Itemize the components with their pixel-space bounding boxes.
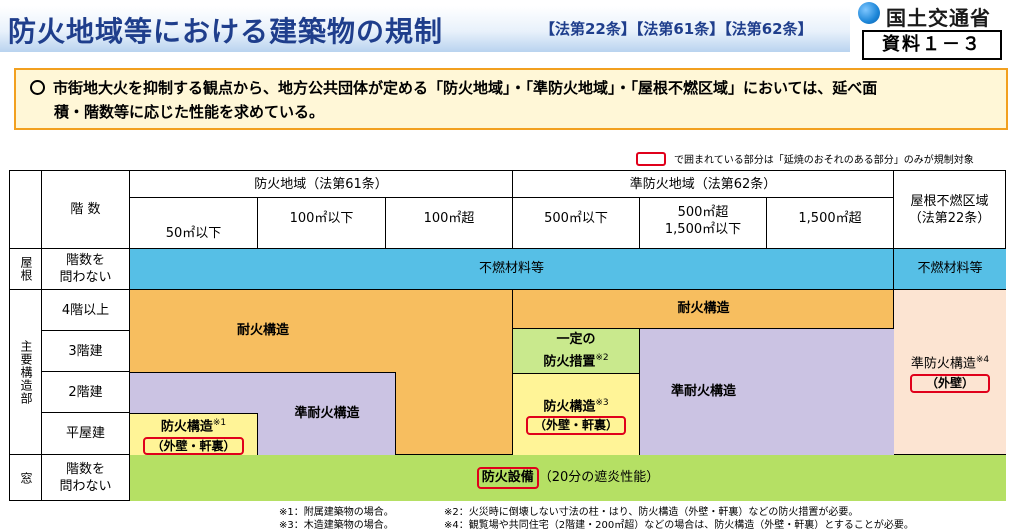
roof-zone-nonflammable: 不燃材料等 (894, 249, 1006, 290)
footnote-3: ※3：木造建築物の場合。 (279, 520, 394, 529)
document-label: 資料１－３ (862, 30, 1002, 60)
outline-outer-wall: （外壁） (909, 373, 990, 393)
corner-cell (10, 171, 42, 249)
notice-line-1: 市街地大火を抑制する観点から、地方公共団体が定める「防火地域」・「準防火地域」・… (30, 76, 992, 100)
page-title-law-articles: 【法第22条】【法第61条】【法第62条】 (540, 20, 813, 38)
floor-4-plus: 4階以上 (42, 290, 130, 331)
floor-1: 平屋建 (42, 413, 130, 455)
regulation-table: 階 数 防火地域（法第61条） 準防火地域（法第62条） 屋根不燃区域 （法第2… (9, 170, 1006, 501)
semi-zone-semi-fireproof: 準耐火構造 (670, 383, 736, 399)
semi-zone-500: 500㎡以下 (513, 198, 640, 249)
page-title: 防火地域等における建築物の規制 (8, 15, 444, 48)
floor-3: 3階建 (42, 331, 130, 372)
legend: で囲まれている部分は「延焼のおそれのある部分」のみが規制対象 (636, 151, 974, 166)
ministry-logo-icon (858, 2, 880, 24)
footnote-1: ※1：附属建築物の場合。 (279, 507, 394, 518)
semi-zone-certain-measure: 一定の 防火措置※2 (513, 328, 640, 373)
fire-zone-fire-structure: 防火構造※1 （外壁・軒裏） (130, 413, 258, 455)
footnote-2: ※2：火災時に倒壊しない寸法の柱・はり、防火構造（外壁・軒裏）などの防火措置が必… (444, 507, 859, 518)
semi-zone-500plus: 500㎡超 1,500㎡以下 (640, 198, 767, 249)
floors-header: 階 数 (42, 171, 130, 249)
legend-text: で囲まれている部分は「延焼のおそれのある部分」のみが規制対象 (674, 155, 974, 166)
semi-zone-1500plus: 1,500㎡超 (767, 198, 894, 249)
fire-zone-100: 100㎡以下 (258, 198, 386, 249)
footnote-4: ※4：観覧場や共同住宅（2階建・200㎡超）などの場合は、防火構造（外壁・軒裏）… (444, 520, 914, 529)
bullet-circle-icon (30, 80, 45, 95)
notice-line-2: 積・階数等に応じた性能を求めている。 (54, 103, 325, 121)
header: 防火地域等における建築物の規制 【法第22条】【法第61条】【法第62条】 国土… (0, 0, 1024, 60)
roof-zone-header: 屋根不燃区域 （法第22条） (894, 171, 1006, 249)
semi-zone-fire-structure: 防火構造※3 （外壁・軒裏） (513, 373, 640, 455)
outline-fire-equipment: 防火設備 (476, 467, 539, 489)
row-label-main-structure: 主要構造部 (10, 290, 42, 455)
ministry-name: 国土交通省 (886, 6, 991, 30)
row-label-window: 窓 (10, 455, 42, 501)
fire-zone-semi-fireproof: 準耐火構造 (294, 405, 360, 421)
outline-wall-eaves-b: （外壁・軒裏） (525, 416, 626, 436)
fire-zone-header: 防火地域（法第61条） (130, 171, 513, 198)
notice-box: 市街地大火を抑制する観点から、地方公共団体が定める「防火地域」・「準防火地域」・… (14, 68, 1008, 130)
roof-zone-semi-fire-structure: 準防火構造※4 （外壁） (894, 290, 1006, 455)
outline-wall-eaves-a: （外壁・軒裏） (143, 436, 244, 455)
semi-zone-fireproof: 耐火構造 (677, 301, 730, 316)
row-label-roof: 屋根 (10, 249, 42, 290)
roof-nonflammable: 不燃材料等 (130, 249, 894, 290)
title-bar (0, 6, 850, 52)
roof-any-floors: 階数を 問わない (42, 249, 130, 290)
floor-2: 2階建 (42, 372, 130, 413)
fire-zone-fireproof: 耐火構造 (236, 323, 289, 338)
fire-zone-100plus: 100㎡超 (386, 198, 513, 249)
semi-fire-zone-header: 準防火地域（法第62条） (513, 171, 894, 198)
fire-zone-50: 50㎡以下 (130, 198, 258, 249)
window-any-floors: 階数を 問わない (42, 455, 130, 501)
semi-zone-semi-fireproof-bg (640, 328, 894, 455)
red-outline-legend-icon (636, 152, 666, 166)
window-fire-equipment: 防火設備（20分の遮炎性能） (130, 455, 1006, 501)
